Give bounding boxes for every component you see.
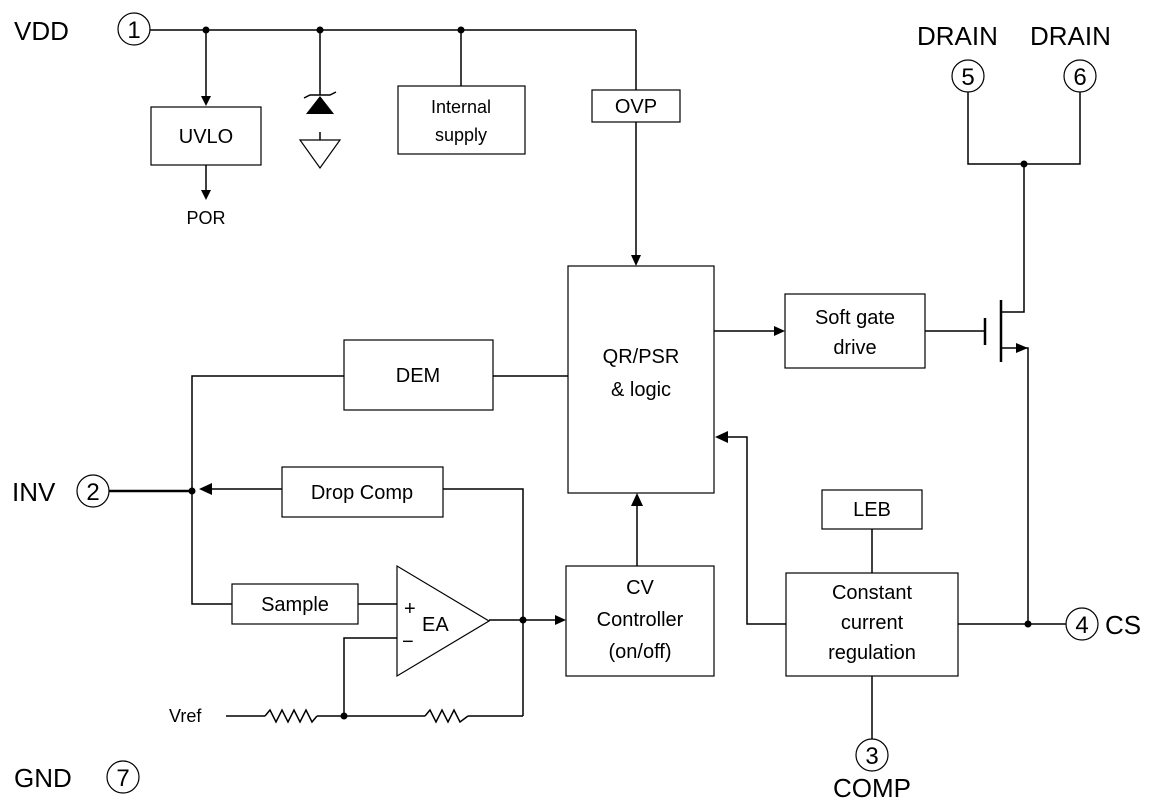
pin-comp: 3 COMP xyxy=(833,738,911,802)
pin-1-number: 1 xyxy=(127,17,140,44)
ea-plus-sign: + xyxy=(404,598,416,620)
comp-label: COMP xyxy=(833,773,911,802)
logic-label-2: & logic xyxy=(611,379,671,401)
cv-label-2: Controller xyxy=(597,609,684,631)
uvlo-block: UVLO xyxy=(150,106,262,166)
ea-label: EA xyxy=(422,614,449,636)
logic-block: QR/PSR & logic xyxy=(567,265,715,494)
pin-drain-6: DRAIN 6 xyxy=(1030,21,1111,93)
drop-comp-block: Drop Comp xyxy=(281,466,444,518)
pin-drain-5: DRAIN 5 xyxy=(917,21,998,93)
pin-4-number: 4 xyxy=(1075,612,1088,639)
arrowheads xyxy=(199,96,785,625)
cv-controller-block: CV Controller (on/off) xyxy=(565,565,715,677)
error-amplifier: + − EA xyxy=(396,564,491,678)
vref-label: Vref xyxy=(169,706,202,726)
pin-gnd: GND 7 xyxy=(14,760,140,794)
constant-current-block: Constant current regulation xyxy=(785,572,959,677)
logic-label-1: QR/PSR xyxy=(603,346,680,368)
inv-label: INV xyxy=(12,477,56,507)
gnd-label: GND xyxy=(14,763,72,793)
resistor-feedback xyxy=(424,708,469,724)
pin-3-number: 3 xyxy=(865,743,878,770)
junctions xyxy=(188,26,1032,720)
pin-cs: 4 CS xyxy=(1065,607,1141,641)
dem-block: DEM xyxy=(343,339,494,411)
cc-label-2: current xyxy=(841,612,904,634)
cs-label: CS xyxy=(1105,610,1141,640)
leb-block: LEB xyxy=(821,489,923,530)
drain-6-label: DRAIN xyxy=(1030,21,1111,51)
zener-diode xyxy=(298,91,342,170)
pin-5-number: 5 xyxy=(961,64,974,91)
ea-minus-sign: − xyxy=(402,631,414,653)
pin-7-number: 7 xyxy=(116,765,129,792)
por-label: POR xyxy=(186,208,225,228)
soft-gate-label-2: drive xyxy=(833,337,876,359)
leb-label: LEB xyxy=(853,499,891,521)
pin-vdd: VDD 1 xyxy=(14,12,151,46)
resistor-vref xyxy=(264,708,318,724)
pin-2-number: 2 xyxy=(86,479,99,506)
soft-gate-drive-block: Soft gate drive xyxy=(784,293,926,369)
internal-supply-block: Internal supply xyxy=(397,85,526,155)
drop-comp-label: Drop Comp xyxy=(311,482,413,504)
cv-label-1: CV xyxy=(626,577,654,599)
pin-6-number: 6 xyxy=(1073,64,1086,91)
pin-inv: INV 2 xyxy=(12,474,110,508)
internal-supply-label-1: Internal xyxy=(431,97,491,117)
soft-gate-label-1: Soft gate xyxy=(815,307,895,329)
cc-label-3: regulation xyxy=(828,642,916,664)
cv-label-3: (on/off) xyxy=(609,641,672,663)
ground-symbol xyxy=(298,139,342,170)
vdd-label: VDD xyxy=(14,16,69,46)
uvlo-label: UVLO xyxy=(179,126,233,148)
dem-label: DEM xyxy=(396,365,440,387)
mosfet-symbol xyxy=(983,300,1028,362)
ovp-label: OVP xyxy=(615,96,657,118)
sample-label: Sample xyxy=(261,594,329,616)
sample-block: Sample xyxy=(231,583,359,625)
ovp-block: OVP xyxy=(591,89,681,123)
cc-label-1: Constant xyxy=(832,582,912,604)
drain-5-label: DRAIN xyxy=(917,21,998,51)
internal-supply-label-2: supply xyxy=(435,125,487,145)
resistors xyxy=(264,708,469,724)
